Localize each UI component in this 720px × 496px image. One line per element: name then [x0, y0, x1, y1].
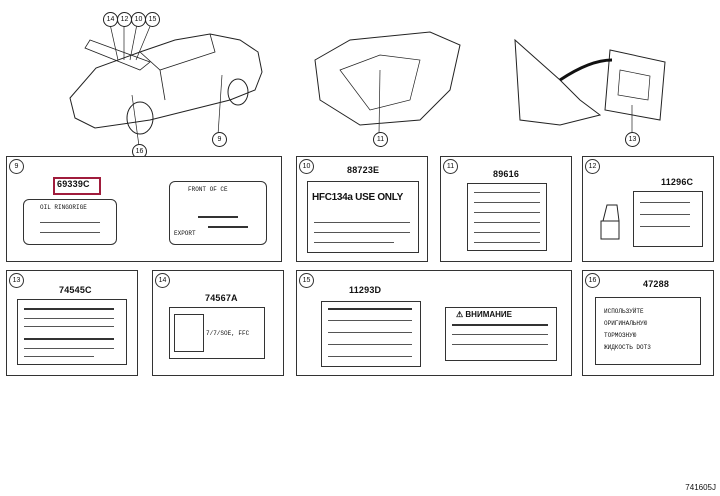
hfc-warning-text: HFC134a USE ONLY	[312, 192, 403, 203]
part-number: 88723E	[347, 165, 380, 175]
panel-number: 12	[585, 159, 600, 174]
label-text: ТОРМОЗНУЮ	[604, 332, 637, 339]
panel-number: 9	[9, 159, 24, 174]
callout-15: 15	[145, 12, 160, 27]
panel-11: 11 89616	[440, 156, 572, 262]
panel-16: 16 47288 ИСПОЛЬЗУЙТЕ ОРИГИНАЛЬНУЮ ТОРМОЗ…	[582, 270, 714, 376]
panel-10: 10 88723E HFC134a USE ONLY	[296, 156, 428, 262]
callout-13: 13	[625, 132, 640, 147]
panel-number: 13	[9, 273, 24, 288]
part-number: 69339C	[57, 179, 90, 189]
panel-14: 14 74567A 7/7/SOE, FFC	[152, 270, 284, 376]
warning-title: ⚠ ВНИМАНИЕ	[456, 310, 513, 319]
part-number: 74567A	[205, 293, 238, 303]
label-drawing-a	[321, 301, 421, 367]
part-number: 89616	[493, 169, 520, 179]
callout-9: 9	[212, 132, 227, 147]
label-text: ЖИДКОСТЬ DOT3	[604, 344, 651, 351]
label-window	[174, 314, 204, 352]
panel-number: 14	[155, 273, 170, 288]
label-drawing	[633, 191, 703, 247]
part-number: 74545C	[59, 285, 92, 295]
label-drawing: 7/7/SOE, FFC	[169, 307, 265, 359]
highlighted-part-box	[53, 177, 101, 195]
label-text: ИСПОЛЬЗУЙТЕ	[604, 308, 644, 315]
panel-13: 13 74545C	[6, 270, 138, 376]
callout-12: 12	[117, 12, 132, 27]
panel-number: 16	[585, 273, 600, 288]
panel-number: 11	[443, 159, 458, 174]
label-drawing-b: ⚠ ВНИМАНИЕ	[445, 307, 557, 361]
callout-11: 11	[373, 132, 388, 147]
part-number: 11293D	[349, 285, 382, 295]
panel-12: 12 11296C	[582, 156, 714, 262]
fluid-reservoir-icon	[597, 197, 627, 243]
panel-15: 15 11293D ⚠ ВНИМАНИЕ	[296, 270, 572, 376]
panel-number: 15	[299, 273, 314, 288]
label-text: FRONT OF CE	[188, 186, 228, 193]
label-drawing	[467, 183, 547, 251]
label-drawing: ИСПОЛЬЗУЙТЕ ОРИГИНАЛЬНУЮ ТОРМОЗНУЮ ЖИДКО…	[595, 297, 701, 365]
label-text: ОРИГИНАЛЬНУЮ	[604, 320, 648, 327]
callout-14: 14	[103, 12, 118, 27]
label-drawing-b: FRONT OF CE EXPORT	[169, 181, 267, 245]
label-text: 7/7/SOE, FFC	[206, 330, 250, 337]
label-drawing	[17, 299, 127, 365]
warning-text: ВНИМАНИЕ	[465, 310, 513, 319]
callout-10: 10	[131, 12, 146, 27]
diagram-code: 741605J	[685, 483, 716, 492]
panel-9: 9 69339C OIL RINGORIGE FRONT OF CE EXPOR…	[6, 156, 282, 262]
label-drawing-a: OIL RINGORIGE	[23, 199, 117, 245]
label-text: EXPORT	[174, 230, 196, 237]
part-number: 11296C	[661, 177, 694, 187]
label-drawing: HFC134a USE ONLY	[307, 181, 419, 253]
part-number: 47288	[643, 279, 670, 289]
panel-number: 10	[299, 159, 314, 174]
label-text: OIL RINGORIGE	[40, 204, 87, 211]
